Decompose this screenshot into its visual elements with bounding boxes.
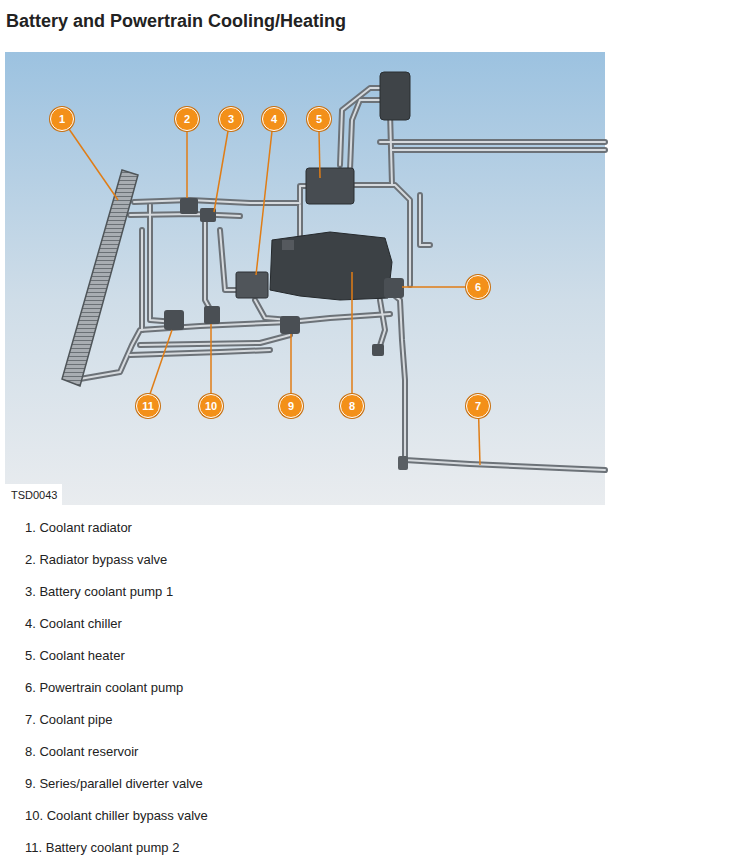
- callout-number: 9: [288, 400, 294, 412]
- callout-circle: 5: [307, 107, 331, 131]
- callout-circle: 7: [466, 394, 490, 418]
- callout-number: 11: [142, 400, 154, 412]
- callout-circle: 2: [175, 107, 199, 131]
- callout-circle: 1: [50, 107, 74, 131]
- callout-number: 10: [205, 400, 217, 412]
- part-list-item: 7. Coolant pipe: [25, 712, 112, 728]
- part-list-item: 1. Coolant radiator: [25, 520, 132, 536]
- part-list-item: 8. Coolant reservoir: [25, 744, 138, 760]
- cooling-system-illustration: [0, 0, 750, 520]
- part-list-item: 11. Battery coolant pump 2: [25, 840, 179, 856]
- callout-circle: 10: [199, 394, 223, 418]
- part-list-item: 10. Coolant chiller bypass valve: [25, 808, 208, 824]
- part-list-item: 5. Coolant heater: [25, 648, 125, 664]
- callout-circle: 6: [466, 275, 490, 299]
- part-list-item: 6. Powertrain coolant pump: [25, 680, 183, 696]
- callout-number: 4: [271, 113, 277, 125]
- diagram-title: Battery and Powertrain Cooling/Heating: [6, 10, 346, 32]
- leader-lines: [69, 129, 480, 465]
- callout-number: 3: [228, 113, 234, 125]
- callout-circle: 11: [136, 394, 160, 418]
- callout-circle: 9: [279, 394, 303, 418]
- callout-circle: 3: [219, 107, 243, 131]
- callout-number: 8: [349, 400, 355, 412]
- figure-code: TSD0043: [5, 484, 62, 505]
- callout-number: 7: [475, 400, 481, 412]
- callout-number: 6: [475, 281, 481, 293]
- part-list-item: 4. Coolant chiller: [25, 616, 122, 632]
- part-list-item: 2. Radiator bypass valve: [25, 552, 167, 568]
- callout-number: 2: [184, 113, 190, 125]
- part-list-item: 3. Battery coolant pump 1: [25, 584, 173, 600]
- callout-number: 5: [316, 113, 322, 125]
- callout-circle: 8: [340, 394, 364, 418]
- callout-circle: 4: [262, 107, 286, 131]
- part-list-item: 9. Series/parallel diverter valve: [25, 776, 203, 792]
- callout-number: 1: [59, 113, 65, 125]
